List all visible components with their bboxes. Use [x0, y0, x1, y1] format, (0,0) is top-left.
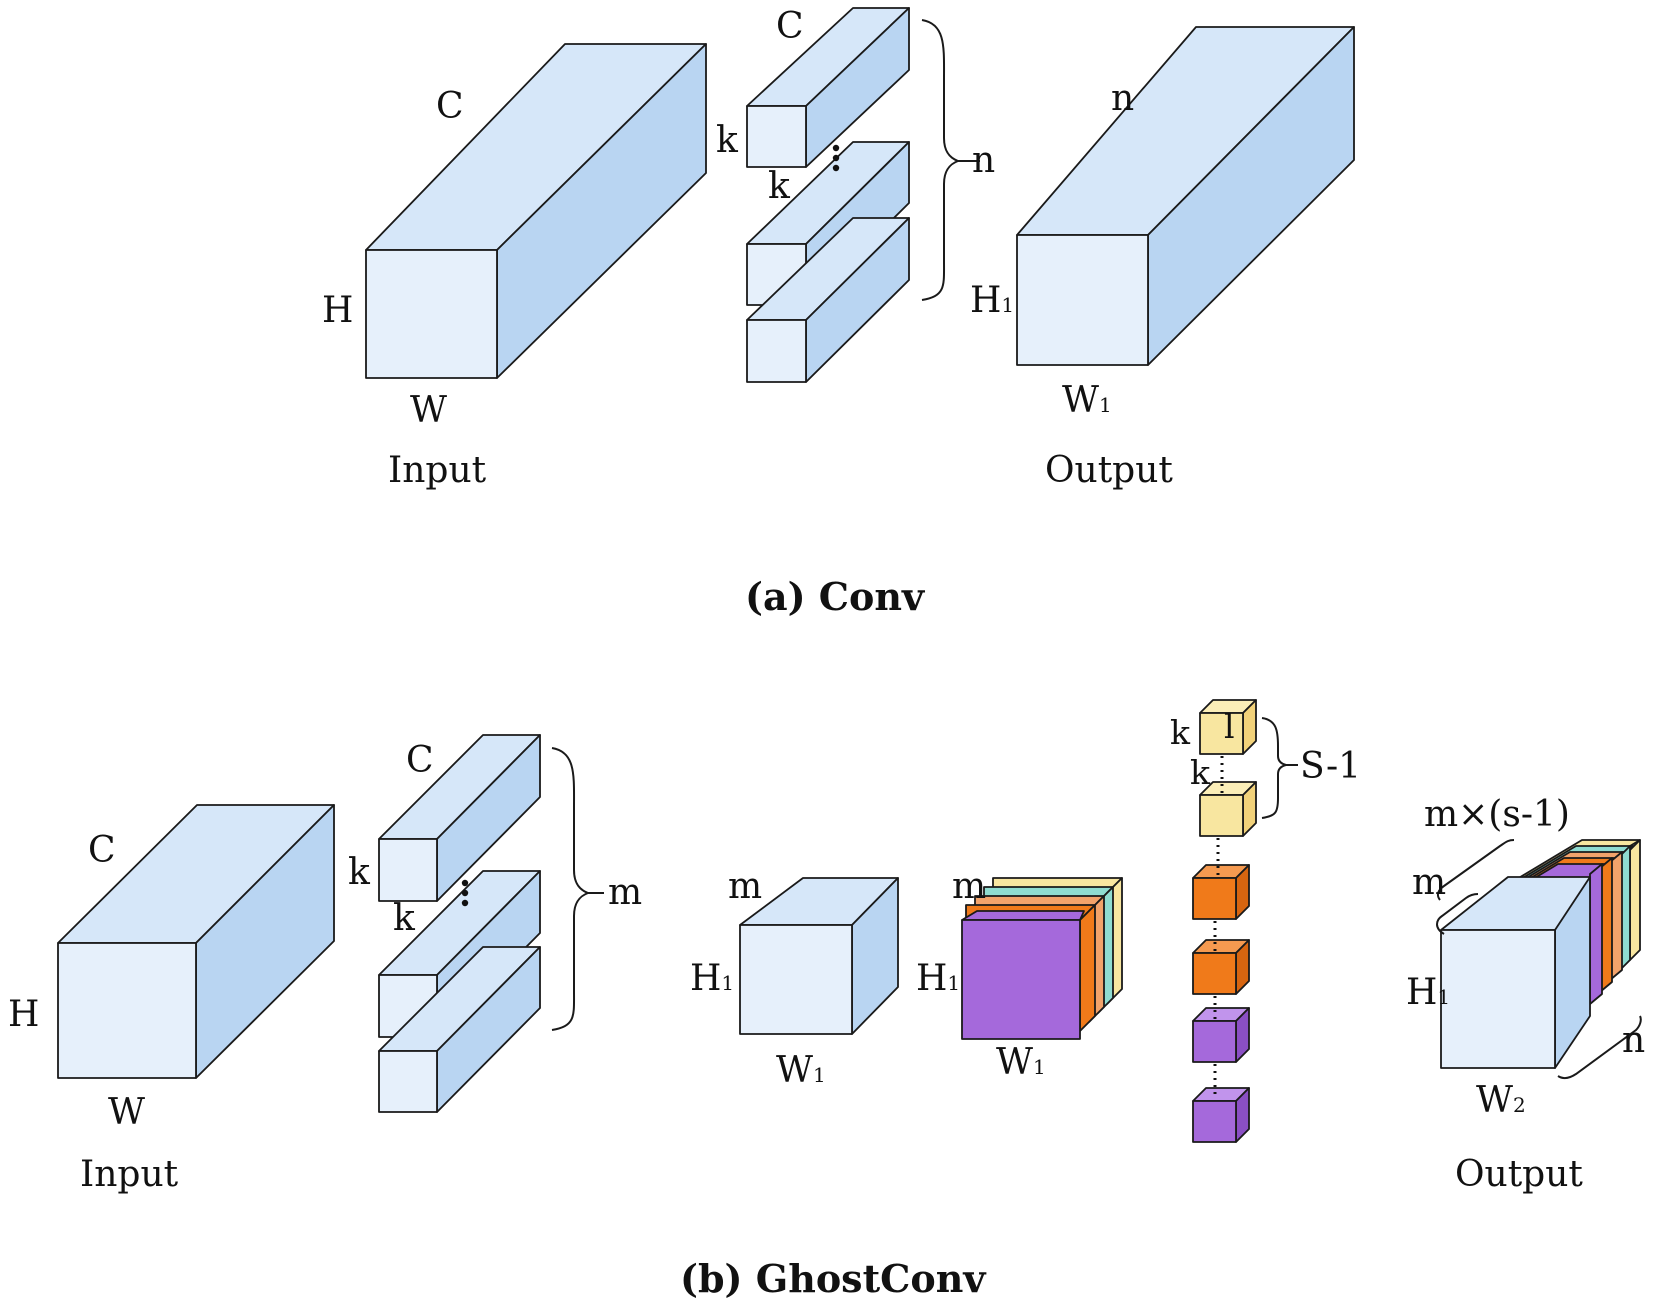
- conv-caption: (a) Conv: [745, 574, 926, 619]
- cheap-op-orange-2-front: [1192, 952, 1237, 995]
- cheap-op-purple-1-front: [1192, 1020, 1237, 1063]
- cheap-op-yellow-1-front: [1199, 712, 1244, 755]
- ghost-input-w-label: W: [108, 1092, 145, 1133]
- conv-kernel-ellipsis: [832, 144, 840, 172]
- ghostconv-caption: (b) GhostConv: [680, 1256, 987, 1301]
- cheap-op-yellow-2-front: [1199, 794, 1244, 837]
- ghost-intermediate-m-label: m: [728, 866, 762, 907]
- ghost-input-label: Input: [80, 1154, 179, 1195]
- ghost-output-mxs-label: m×(s-1): [1424, 794, 1570, 835]
- ghost-stacked-h-label: H1: [916, 958, 960, 999]
- conv-kernel-1: [746, 7, 910, 168]
- conv-kernel-c-label: C: [776, 6, 804, 47]
- conv-kernel-k-side-label: k: [716, 120, 739, 161]
- conv-output-label: Output: [1045, 450, 1173, 491]
- ghost-stacked-cube: [961, 877, 1123, 1040]
- cheap-op-brace: [1261, 717, 1287, 819]
- conv-kernel-k-bottom-label: k: [768, 166, 791, 207]
- conv-input-cuboid: [365, 43, 707, 379]
- ghost-output-mxs-brace: [1436, 839, 1515, 901]
- cheap-op-k-bottom-label: k: [1190, 753, 1211, 792]
- ghost-kernel-k-bottom-label: k: [393, 898, 416, 939]
- ghost-output-m-brace: [1436, 893, 1479, 935]
- cheap-op-cube-orange-1: [1192, 864, 1250, 920]
- ghost-input-h-label: H: [8, 994, 39, 1035]
- cheap-op-marker-label: l: [1224, 707, 1235, 746]
- ghostconv-panel: C H W Input C k k m: [8, 699, 1645, 1301]
- ghost-output-side-purple: [1589, 863, 1603, 1005]
- ghost-output-side-yellow: [1629, 839, 1641, 961]
- cheap-op-cube-yellow-1: [1199, 699, 1257, 755]
- ghost-intermediate-front: [739, 924, 853, 1035]
- conv-output-w-label: W1: [1062, 380, 1112, 421]
- ghost-intermediate-h-label: H1: [690, 958, 734, 999]
- ghost-kernel-ellipsis: [461, 879, 469, 907]
- conv-input-label: Input: [388, 450, 487, 491]
- cheap-op-purple-2-front: [1192, 1100, 1237, 1143]
- ghost-output-n-brace: [1557, 1015, 1642, 1080]
- conv-output-cuboid: [1016, 26, 1355, 366]
- ghost-output-h-label: H1: [1406, 972, 1450, 1013]
- cheap-op-k-side-label: k: [1170, 713, 1191, 752]
- conv-input-c-label: C: [436, 86, 464, 127]
- conv-kernel-n-label: n: [972, 140, 995, 181]
- conv-kernel-count-brace: [921, 19, 961, 301]
- stack-top-purple: [961, 910, 1085, 921]
- ghost-stacked-m-label: m: [952, 866, 986, 907]
- conv-kernel-3: [746, 217, 910, 383]
- ghost-kernel-1: [378, 734, 541, 902]
- cheap-op-cube-purple-1: [1192, 1007, 1250, 1063]
- ghost-kernel-count-brace: [551, 747, 591, 1031]
- ghost-output-w-label: W2: [1476, 1080, 1526, 1121]
- ghost-stacked-w-label: W1: [996, 1042, 1046, 1083]
- conv-output-h-label: H1: [970, 280, 1014, 321]
- conv-kernel-1-front: [746, 105, 807, 168]
- conv-input-front-face: [365, 249, 498, 379]
- ghost-output-n-label: n: [1622, 1020, 1645, 1061]
- ghost-output-front: [1440, 929, 1556, 1069]
- ghost-kernel-3: [378, 946, 541, 1113]
- ghost-kernel-k-side-label: k: [348, 852, 371, 893]
- ghost-input-cuboid: [57, 804, 335, 1079]
- cheap-op-cube-purple-2: [1192, 1087, 1250, 1143]
- cheap-op-cube-yellow-2: [1199, 781, 1257, 837]
- ghost-output-m-label: m: [1412, 862, 1446, 903]
- stack-side-orange: [1079, 904, 1096, 1032]
- stack-front-purple: [961, 919, 1081, 1040]
- ghost-intermediate-cube: [739, 877, 899, 1035]
- cheap-op-orange-1-front: [1192, 877, 1237, 920]
- cheap-op-cube-orange-2: [1192, 939, 1250, 995]
- ghost-kernel-m-label: m: [608, 872, 642, 913]
- ghost-input-c-label: C: [88, 830, 116, 871]
- conv-input-w-label: W: [410, 390, 447, 431]
- conv-output-n-label: n: [1111, 78, 1134, 119]
- conv-input-h-label: H: [322, 290, 353, 331]
- conv-output-front-face: [1016, 234, 1149, 366]
- ghost-kernel-c-label: C: [406, 740, 434, 781]
- ghost-kernel-3-front: [378, 1050, 438, 1113]
- conv-panel: C H W Input C k k: [322, 6, 1355, 619]
- ghost-output-cuboid: [1440, 839, 1641, 1069]
- ghost-input-front-face: [57, 942, 197, 1079]
- conv-kernel-3-front: [746, 319, 807, 383]
- cheap-op-s-label: S-1: [1300, 746, 1361, 787]
- ghost-intermediate-w-label: W1: [776, 1050, 826, 1091]
- ghost-kernel-1-front: [378, 838, 438, 902]
- ghost-output-label: Output: [1455, 1154, 1583, 1195]
- cheap-op-dotted-connectors: [1213, 756, 1224, 1099]
